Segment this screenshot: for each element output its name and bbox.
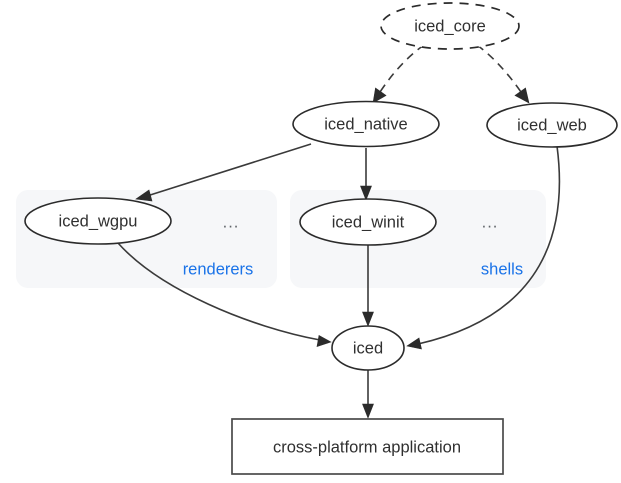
edge-iced-core-to-iced-web (476, 44, 530, 104)
node-iced-label: iced (353, 339, 383, 357)
edge-iced-wgpu-to-iced-arrowhead (316, 335, 332, 347)
node-iced-shape[interactable] (331, 325, 405, 371)
edge-iced-web-to-iced (406, 145, 561, 350)
node-cross-platform-application-label: cross-platform application (273, 438, 461, 456)
edge-iced-native-to-iced-winit-arrowhead (360, 185, 372, 201)
node-iced-winit-label: iced_winit (332, 213, 405, 231)
node-iced-winit-shape[interactable] (299, 198, 437, 246)
edge-iced-wgpu-to-iced-line (117, 242, 321, 341)
node-iced-native-label: iced_native (324, 115, 407, 133)
node-iced-native[interactable]: iced_native (292, 100, 440, 148)
node-iced-wgpu[interactable]: iced_wgpu (24, 197, 172, 245)
node-iced-core[interactable]: iced_core (380, 2, 520, 50)
edge-iced-core-to-iced-native-arrowhead (372, 87, 387, 104)
edge-iced-core-to-iced-native-line (379, 44, 425, 93)
edge-iced-to-application-arrowhead (362, 403, 374, 419)
node-iced-wgpu-shape[interactable] (24, 197, 172, 245)
edge-iced-native-to-iced-wgpu-line (146, 143, 312, 197)
edge-iced-winit-to-iced (362, 245, 374, 327)
edge-iced-core-to-iced-native (372, 44, 425, 104)
edges-layer (117, 44, 561, 419)
edge-iced-web-to-iced-arrowhead (406, 337, 422, 350)
edge-iced-winit-to-iced-arrowhead (362, 311, 374, 327)
node-iced-winit[interactable]: iced_winit (299, 198, 437, 246)
edge-iced-wgpu-to-iced (117, 242, 332, 347)
cluster-renderers-ellipsis: ... (223, 213, 240, 231)
edge-iced-native-to-iced-wgpu-arrowhead (135, 189, 153, 202)
node-iced[interactable]: iced (331, 325, 405, 371)
node-cross-platform-application[interactable]: cross-platform application (231, 418, 504, 475)
edge-iced-web-to-iced-line (417, 145, 561, 345)
cluster-shells-ellipsis: ... (482, 213, 499, 231)
node-iced-web[interactable]: iced_web (486, 102, 618, 148)
edge-iced-core-to-iced-web-line (476, 44, 522, 93)
nodes-layer: iced_core iced_native iced_web iced_wgpu… (24, 2, 618, 475)
node-iced-native-shape[interactable] (292, 100, 440, 148)
edge-iced-native-to-iced-wgpu (135, 143, 312, 202)
node-iced-wgpu-label: iced_wgpu (59, 212, 138, 230)
node-iced-core-label: iced_core (414, 17, 486, 35)
node-iced-web-shape[interactable] (486, 102, 618, 148)
node-cross-platform-application-shape[interactable] (231, 418, 504, 475)
node-iced-web-label: iced_web (517, 116, 587, 134)
cluster-renderers-label: renderers (183, 260, 254, 278)
edge-iced-to-application (362, 370, 374, 419)
edge-iced-core-to-iced-web-arrowhead (514, 87, 530, 104)
node-iced-core-shape[interactable] (380, 2, 520, 50)
edge-iced-native-to-iced-winit (360, 148, 372, 201)
cluster-shells-label: shells (481, 260, 523, 278)
